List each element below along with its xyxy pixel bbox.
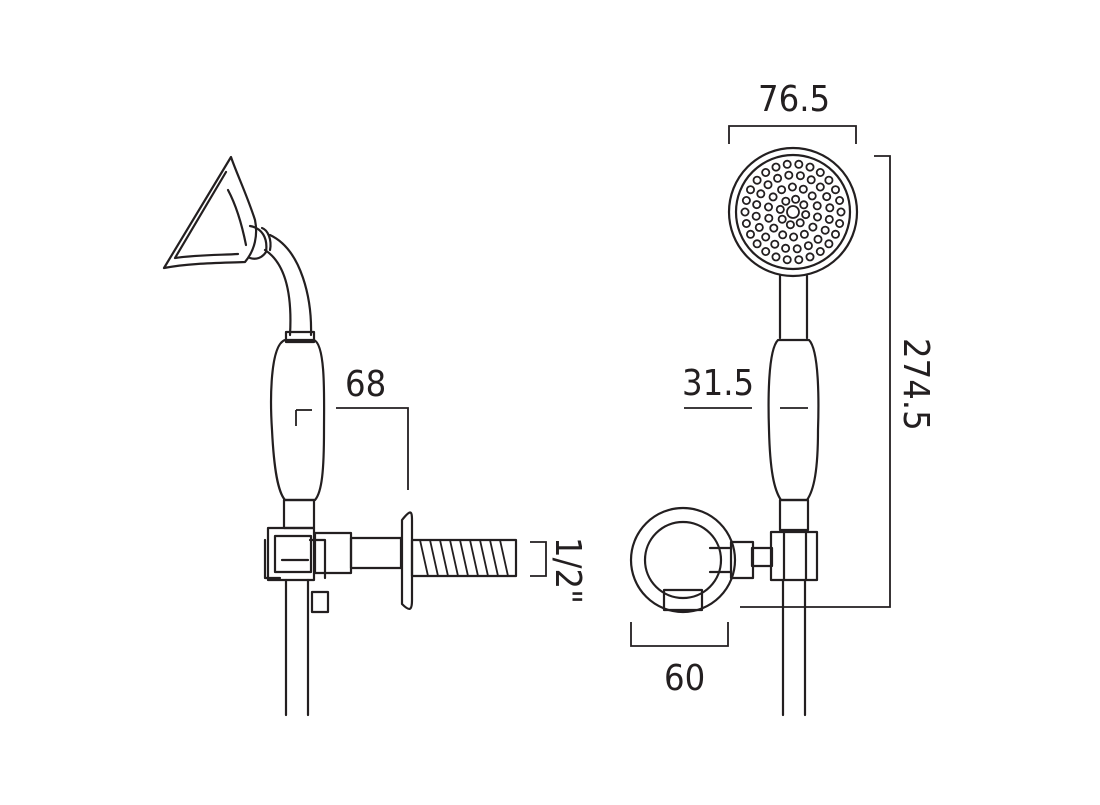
spray-hole bbox=[806, 175, 816, 185]
spray-hole bbox=[754, 222, 764, 232]
dimension-68-label: 68 bbox=[345, 364, 386, 405]
spray-hole bbox=[782, 159, 792, 169]
spray-hole bbox=[787, 182, 797, 192]
front-stem bbox=[778, 274, 809, 340]
spray-hole bbox=[771, 162, 781, 172]
spray-hole bbox=[824, 214, 834, 224]
side-view: 68 1/2" bbox=[162, 155, 588, 717]
spray-hole bbox=[820, 225, 830, 235]
spray-hole bbox=[769, 223, 779, 233]
side-handle bbox=[269, 338, 326, 530]
dimension-31-5-label: 31.5 bbox=[682, 363, 754, 404]
spray-hole bbox=[831, 185, 841, 195]
spray-hole bbox=[751, 211, 761, 221]
spray-hole bbox=[803, 241, 813, 251]
dimension-68: 68 bbox=[336, 364, 409, 490]
dimension-thread: 1/2" bbox=[530, 537, 588, 604]
spray-hole bbox=[813, 212, 823, 222]
spray-hole bbox=[746, 185, 756, 195]
spray-hole bbox=[812, 201, 822, 211]
dimension-76-5: 76.5 bbox=[728, 79, 857, 144]
spray-hole bbox=[756, 189, 766, 199]
spray-hole bbox=[764, 213, 774, 223]
side-thread bbox=[410, 538, 518, 578]
spray-hole bbox=[791, 194, 801, 204]
spray-hole bbox=[799, 200, 809, 210]
spray-hole bbox=[825, 203, 835, 213]
spray-hole bbox=[794, 159, 804, 169]
spray-hole bbox=[835, 218, 845, 228]
spray-hole bbox=[740, 207, 750, 217]
spray-hole bbox=[773, 173, 783, 183]
spray-hole bbox=[778, 230, 788, 240]
spray-hole bbox=[808, 222, 818, 232]
spray-hole bbox=[801, 210, 811, 220]
spray-hole bbox=[786, 205, 800, 219]
front-hose bbox=[781, 578, 807, 717]
spray-hole bbox=[761, 167, 771, 177]
front-view: 76.5 31.5 bbox=[629, 79, 936, 717]
front-shower-head bbox=[727, 146, 859, 278]
spray-hole bbox=[782, 255, 792, 265]
spray-hole bbox=[805, 252, 815, 262]
spray-hole bbox=[784, 170, 794, 180]
wall-outlet bbox=[629, 506, 755, 614]
spray-hole bbox=[761, 246, 771, 256]
spray-hole bbox=[777, 185, 787, 195]
side-hose bbox=[284, 578, 310, 717]
dimension-274-5-label: 274.5 bbox=[895, 338, 936, 431]
spray-hole bbox=[752, 200, 762, 210]
spray-hole bbox=[831, 229, 841, 239]
spray-hole bbox=[785, 220, 795, 230]
front-bracket bbox=[750, 530, 819, 582]
spray-hole bbox=[789, 232, 799, 242]
side-shower-head bbox=[162, 155, 272, 270]
spray-hole bbox=[771, 252, 781, 262]
spray-hole bbox=[824, 175, 834, 185]
spray-hole bbox=[752, 239, 762, 249]
dimension-thread-label: 1/2" bbox=[547, 537, 588, 604]
spray-hole bbox=[781, 196, 791, 206]
spray-hole bbox=[746, 229, 756, 239]
dimension-274-5: 274.5 bbox=[740, 155, 936, 608]
dimension-31-5: 31.5 bbox=[682, 363, 754, 409]
spray-hole bbox=[763, 180, 773, 190]
spray-hole bbox=[794, 255, 804, 265]
side-bracket bbox=[263, 511, 414, 614]
spray-hole bbox=[752, 175, 762, 185]
spray-hole bbox=[799, 229, 809, 239]
spray-hole bbox=[795, 218, 805, 228]
dimension-60: 60 bbox=[630, 622, 729, 699]
spray-hole bbox=[815, 167, 825, 177]
spray-hole bbox=[815, 182, 825, 192]
spray-hole bbox=[835, 195, 845, 205]
front-handle bbox=[767, 338, 820, 532]
spray-hole bbox=[798, 184, 808, 194]
spray-hole bbox=[836, 207, 846, 217]
spray-hole bbox=[807, 191, 817, 201]
spray-hole bbox=[822, 192, 832, 202]
spray-hole bbox=[764, 202, 774, 212]
spray-hole bbox=[805, 162, 815, 172]
spray-hole bbox=[792, 244, 802, 254]
spray-hole bbox=[741, 218, 751, 228]
spray-hole bbox=[824, 239, 834, 249]
spray-hole bbox=[770, 239, 780, 249]
spray-hole bbox=[815, 246, 825, 256]
dimension-60-label: 60 bbox=[664, 658, 705, 699]
spray-hole bbox=[777, 214, 787, 224]
spray-hole bbox=[768, 192, 778, 202]
spray-hole bbox=[781, 243, 791, 253]
dimension-76-5-label: 76.5 bbox=[758, 79, 830, 120]
spray-holes bbox=[740, 159, 846, 265]
spray-hole bbox=[795, 171, 805, 181]
spray-hole bbox=[813, 234, 823, 244]
spray-hole bbox=[761, 232, 771, 242]
side-neck bbox=[263, 233, 316, 344]
spray-hole bbox=[775, 204, 785, 214]
spray-hole bbox=[741, 195, 751, 205]
